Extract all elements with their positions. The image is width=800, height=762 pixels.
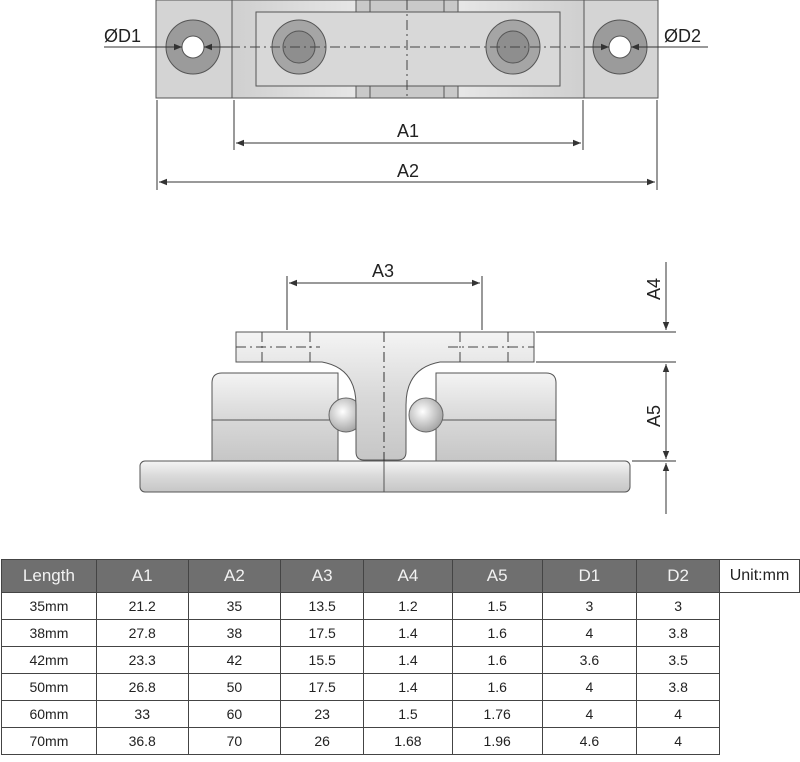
table-cell: 35 [187,592,282,620]
table-cell: 50mm [1,673,97,701]
a2-label: A2 [397,161,419,181]
table-row: 38mm 27.8 38 17.5 1.4 1.6 4 3.8 [1,619,800,647]
table-cell: 1.6 [451,619,543,647]
header-length: Length [1,559,97,593]
table-cell: 4 [636,700,720,728]
table-cell: 60 [187,700,282,728]
header-a4: A4 [363,559,453,593]
table-cell: 3.8 [636,619,720,647]
header-a3: A3 [280,559,365,593]
table-cell: 23 [280,700,365,728]
table-cell: 3.8 [636,673,720,701]
table-cell: 4 [636,727,720,755]
table-cell: 15.5 [280,646,365,674]
table-cell: 1.4 [363,673,453,701]
table-cell: 70 [187,727,282,755]
table-cell: 3.5 [636,646,720,674]
table-row: 60mm 33 60 23 1.5 1.76 4 4 [1,700,800,728]
table-cell: 33 [95,700,189,728]
table-cell: 17.5 [280,619,365,647]
table-cell: 23.3 [95,646,189,674]
d1-label: ØD1 [104,26,141,46]
table-cell: 1.76 [451,700,543,728]
table-cell: 21.2 [95,592,189,620]
header-a1: A1 [95,559,189,593]
table-cell: 50 [187,673,282,701]
table-cell: 1.6 [451,673,543,701]
header-a5: A5 [451,559,543,593]
catch-plate [235,331,535,461]
table-cell: 1.4 [363,619,453,647]
technical-drawing: ØD1 ØD2 A1 A2 [104,0,708,514]
table-cell: 1.5 [363,700,453,728]
table-cell: 35mm [1,592,97,620]
a3-label: A3 [372,261,394,281]
table-cell: 3.6 [541,646,638,674]
a4-label: A4 [644,278,664,300]
table-cell: 4 [541,700,638,728]
table-cell: 1.4 [363,646,453,674]
table-header-row: Length A1 A2 A3 A4 A5 D1 D2 Unit:mm [1,559,800,593]
table-cell: 3 [541,592,638,620]
table-cell: 4 [541,619,638,647]
table-cell: 1.5 [451,592,543,620]
table-cell: 17.5 [280,673,365,701]
table-cell: 26 [280,727,365,755]
table-cell: 1.2 [363,592,453,620]
top-view: ØD1 ØD2 A1 A2 [104,0,708,190]
a1-label: A1 [397,121,419,141]
table-cell: 13.5 [280,592,365,620]
table-cell: 38 [187,619,282,647]
table-cell: 26.8 [95,673,189,701]
header-d2: D2 [636,559,720,593]
table-cell: 3 [636,592,720,620]
table-cell: 38mm [1,619,97,647]
table-cell: 27.8 [95,619,189,647]
roller-housing-left [211,372,339,462]
table-cell: 60mm [1,700,97,728]
table-row: 70mm 36.8 70 26 1.68 1.96 4.6 4 [1,727,800,755]
header-a2: A2 [187,559,282,593]
table-cell: 36.8 [95,727,189,755]
spec-table: Length A1 A2 A3 A4 A5 D1 D2 Unit:mm 35mm… [1,559,800,755]
table-cell: 4 [541,673,638,701]
table-cell: 1.6 [451,646,543,674]
ball-right [408,397,444,433]
table-row: 35mm 21.2 35 13.5 1.2 1.5 3 3 [1,592,800,620]
table-cell: 4.6 [541,727,638,755]
table-cell: 1.96 [451,727,543,755]
d2-label: ØD2 [664,26,701,46]
table-row: 42mm 23.3 42 15.5 1.4 1.6 3.6 3.5 [1,646,800,674]
table-cell: 1.68 [363,727,453,755]
header-d1: D1 [541,559,638,593]
side-view: A3 A4 A5 [139,261,676,514]
table-cell: 42mm [1,646,97,674]
a5-label: A5 [644,405,664,427]
roller-housing-right [435,372,557,462]
unit-label: Unit:mm [719,559,800,593]
table-row: 50mm 26.8 50 17.5 1.4 1.6 4 3.8 [1,673,800,701]
base-plate-side [139,460,631,493]
table-cell: 70mm [1,727,97,755]
table-cell: 42 [187,646,282,674]
